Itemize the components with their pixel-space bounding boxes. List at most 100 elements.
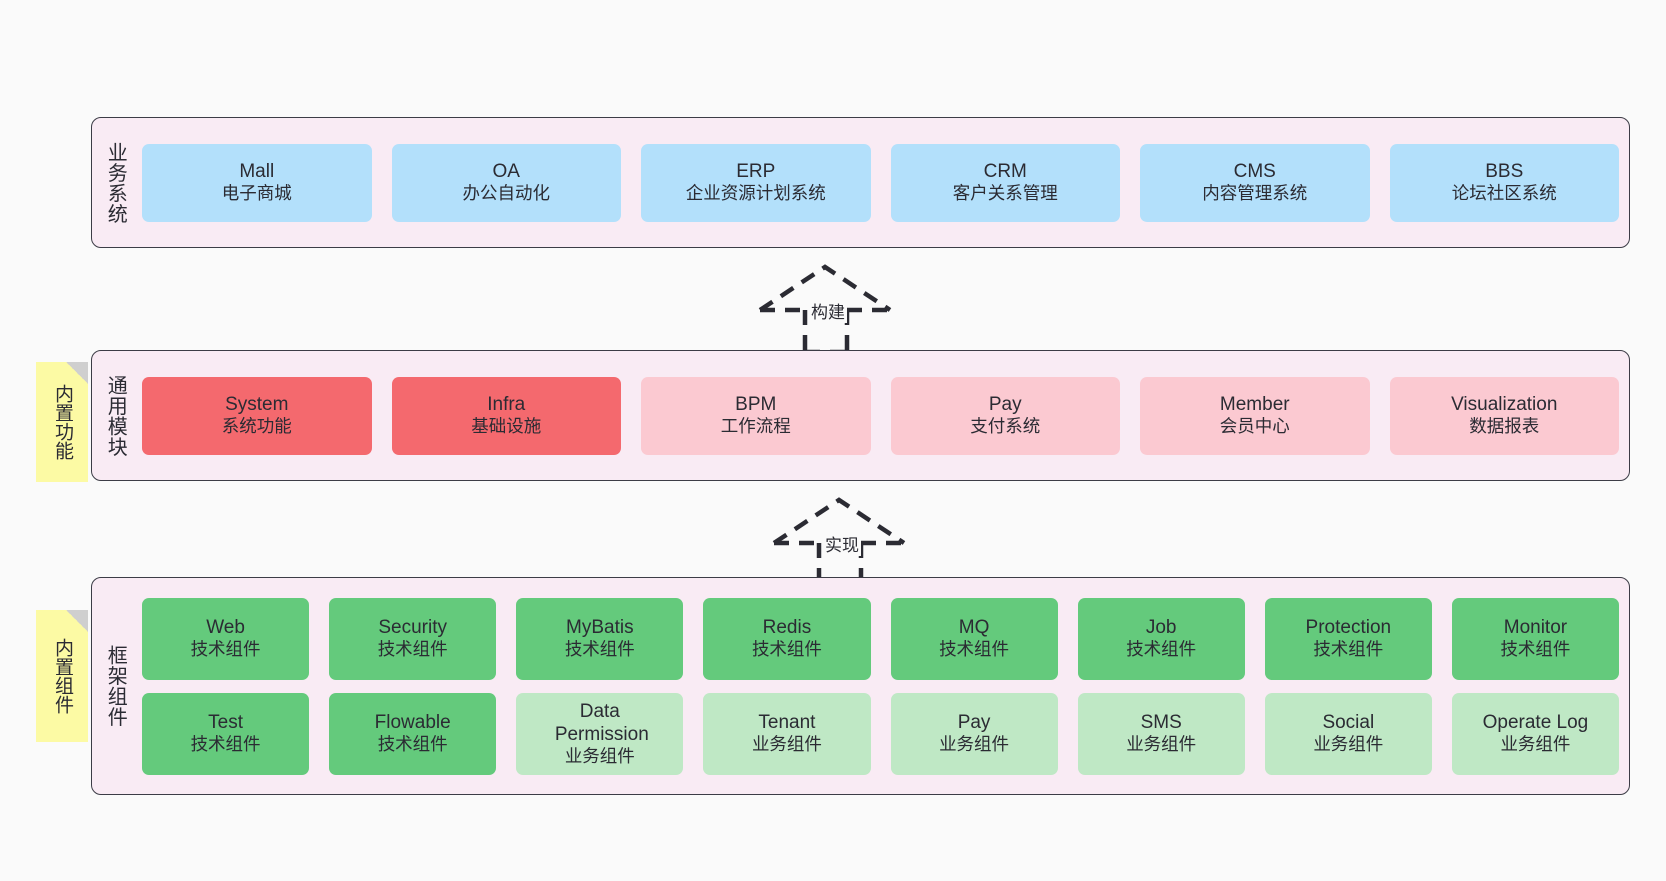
note-builtin-function: 内置功能 — [36, 362, 88, 482]
card-title-cn: 技术组件 — [190, 639, 261, 660]
card-row: Test 技术组件 Flowable 技术组件 Data Permission … — [142, 692, 1619, 775]
card-title-cn: 技术组件 — [1500, 639, 1571, 660]
card-title-cn: 技术组件 — [190, 734, 261, 755]
card-title-en: Job — [1145, 617, 1177, 639]
card-infra[interactable]: Infra 基础设施 — [391, 376, 621, 455]
card-row: Mall 电子商城 OA 办公自动化 ERP 企业资源计划系统 CRM 客户关系… — [142, 143, 1619, 222]
layer-framework-component: 框架组件 Web 技术组件 Security 技术组件 MyBatis 技术组件… — [91, 577, 1630, 795]
card-title-cn: 技术组件 — [1313, 639, 1384, 660]
card-system[interactable]: System 系统功能 — [142, 376, 372, 455]
card-pay[interactable]: Pay 支付系统 — [890, 376, 1120, 455]
card-title-cn: 电子商城 — [221, 183, 292, 204]
card-grid-framework-component: Web 技术组件 Security 技术组件 MyBatis 技术组件 Redi… — [138, 578, 1629, 794]
card-title-en: Pay — [988, 394, 1022, 416]
card-operate-log[interactable]: Operate Log 业务组件 — [1451, 692, 1619, 775]
note-fold-corner-icon — [66, 610, 88, 632]
card-title-en: Flowable — [374, 712, 451, 734]
card-sms[interactable]: SMS 业务组件 — [1077, 692, 1245, 775]
card-title-cn: 业务组件 — [751, 734, 822, 755]
card-title-cn: 会员中心 — [1219, 416, 1290, 437]
card-title-en: SMS — [1140, 712, 1182, 734]
card-title-en: ERP — [736, 161, 776, 183]
card-title-cn: 业务组件 — [1126, 734, 1197, 755]
card-title-en: Mall — [239, 161, 275, 183]
card-title-cn: 内容管理系统 — [1202, 183, 1308, 204]
card-monitor[interactable]: Monitor 技术组件 — [1451, 597, 1619, 680]
card-title-cn: 技术组件 — [377, 639, 448, 660]
card-title-en: Pay — [957, 712, 991, 734]
card-title-cn: 支付系统 — [970, 416, 1041, 437]
card-title-en: Infra — [487, 394, 526, 416]
card-title-en: Web — [206, 617, 245, 639]
layer-business-system: 业务系统 Mall 电子商城 OA 办公自动化 ERP 企业资源计划系统 CRM… — [91, 117, 1630, 248]
card-title-cn: 论坛社区系统 — [1451, 183, 1557, 204]
card-grid-business-system: Mall 电子商城 OA 办公自动化 ERP 企业资源计划系统 CRM 客户关系… — [138, 118, 1629, 247]
card-bbs[interactable]: BBS 论坛社区系统 — [1389, 143, 1619, 222]
card-mq[interactable]: MQ 技术组件 — [890, 597, 1058, 680]
note-label: 内置功能 — [52, 384, 74, 460]
card-mall[interactable]: Mall 电子商城 — [142, 143, 372, 222]
card-grid-common-module: System 系统功能 Infra 基础设施 BPM 工作流程 Pay 支付系统… — [138, 351, 1629, 480]
card-job[interactable]: Job 技术组件 — [1077, 597, 1245, 680]
card-title-en: Tenant — [758, 712, 816, 734]
card-title-en: Data Permission — [554, 700, 649, 745]
card-title-cn: 业务组件 — [1500, 734, 1571, 755]
card-member[interactable]: Member 会员中心 — [1140, 376, 1370, 455]
card-title-en: Visualization — [1451, 394, 1558, 416]
card-pay-business[interactable]: Pay 业务组件 — [890, 692, 1058, 775]
layer-title-framework-component: 框架组件 — [104, 645, 127, 727]
connector-label-build: 构建 — [809, 298, 847, 323]
card-protection[interactable]: Protection 技术组件 — [1264, 597, 1432, 680]
card-flowable[interactable]: Flowable 技术组件 — [329, 692, 497, 775]
card-title-cn: 数据报表 — [1469, 416, 1540, 437]
card-title-cn: 工作流程 — [720, 416, 791, 437]
card-title-en: CRM — [983, 161, 1027, 183]
card-title-en: MyBatis — [566, 617, 634, 639]
card-title-en: Operate Log — [1482, 712, 1589, 734]
note-builtin-component: 内置组件 — [36, 610, 88, 742]
note-label: 内置组件 — [52, 638, 74, 714]
card-title-cn: 技术组件 — [564, 639, 635, 660]
card-title-en: BPM — [735, 394, 777, 416]
card-visualization[interactable]: Visualization 数据报表 — [1389, 376, 1619, 455]
layer-title-business-system: 业务系统 — [104, 141, 127, 224]
card-title-cn: 办公自动化 — [462, 183, 551, 204]
card-title-en: Member — [1219, 394, 1290, 416]
connector-label-implement: 实现 — [823, 531, 861, 556]
card-redis[interactable]: Redis 技术组件 — [703, 597, 871, 680]
card-title-cn: 系统功能 — [221, 416, 292, 437]
card-title-en: System — [225, 394, 289, 416]
card-title-en: OA — [492, 161, 520, 183]
layer-common-module: 通用模块 System 系统功能 Infra 基础设施 BPM 工作流程 Pay… — [91, 350, 1630, 481]
card-social[interactable]: Social 业务组件 — [1264, 692, 1432, 775]
card-title-en: Security — [378, 617, 447, 639]
card-title-en: Redis — [762, 617, 812, 639]
card-row: System 系统功能 Infra 基础设施 BPM 工作流程 Pay 支付系统… — [142, 376, 1619, 455]
card-oa[interactable]: OA 办公自动化 — [391, 143, 621, 222]
card-tenant[interactable]: Tenant 业务组件 — [703, 692, 871, 775]
card-erp[interactable]: ERP 企业资源计划系统 — [641, 143, 871, 222]
card-test[interactable]: Test 技术组件 — [142, 692, 310, 775]
card-title-en: Test — [208, 712, 243, 734]
card-title-cn: 技术组件 — [1126, 639, 1197, 660]
card-title-cn: 技术组件 — [377, 734, 448, 755]
card-title-en: Monitor — [1503, 617, 1568, 639]
card-title-en: BBS — [1485, 161, 1524, 183]
card-title-cn: 客户关系管理 — [952, 183, 1058, 204]
card-title-cn: 企业资源计划系统 — [685, 183, 826, 204]
card-title-en: MQ — [958, 617, 990, 639]
arrow-head-shape — [772, 497, 906, 545]
card-title-cn: 技术组件 — [939, 639, 1010, 660]
card-cms[interactable]: CMS 内容管理系统 — [1140, 143, 1370, 222]
card-title-en: Protection — [1305, 617, 1392, 639]
card-title-cn: 基础设施 — [471, 416, 542, 437]
card-mybatis[interactable]: MyBatis 技术组件 — [516, 597, 684, 680]
arrow-head-shape — [758, 264, 892, 312]
card-security[interactable]: Security 技术组件 — [329, 597, 497, 680]
card-data-permission[interactable]: Data Permission 业务组件 — [516, 692, 684, 775]
card-crm[interactable]: CRM 客户关系管理 — [890, 143, 1120, 222]
card-title-cn: 技术组件 — [751, 639, 822, 660]
card-bpm[interactable]: BPM 工作流程 — [641, 376, 871, 455]
card-web[interactable]: Web 技术组件 — [142, 597, 310, 680]
card-title-en: Social — [1322, 712, 1375, 734]
